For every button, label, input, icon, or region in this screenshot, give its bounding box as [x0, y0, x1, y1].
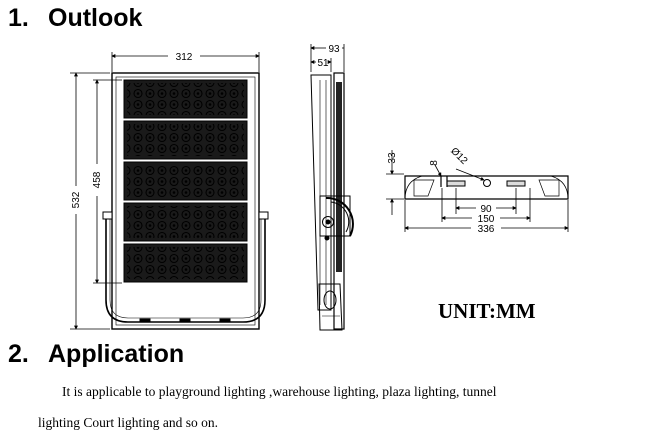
front-dimensions [70, 52, 260, 330]
section-number: 1. [8, 4, 29, 32]
dimension-hole-spacing-mid: 150 [478, 214, 495, 225]
led-module-3 [123, 161, 248, 201]
led-module-2 [123, 120, 248, 160]
side-view [310, 72, 354, 331]
led-module-1 [123, 79, 248, 119]
dimension-side-depth-inner: 51 [317, 58, 329, 69]
dimension-side-depth-total: 93 [328, 44, 340, 55]
dimension-front-height-inner: 458 [92, 171, 103, 188]
section-number: 2. [8, 340, 29, 368]
led-module-5 [123, 243, 248, 283]
led-module-4 [123, 202, 248, 242]
section-heading-outlook: 1. Outlook [8, 6, 142, 31]
side-dimensions [310, 44, 345, 72]
outlook-technical-drawing: 312 532 458 93 51 [70, 44, 569, 331]
dimension-front-width: 312 [176, 52, 193, 63]
dimension-bracket-height: 33 [387, 152, 398, 164]
section-heading-application: 2. Application [8, 342, 184, 367]
bracket-view [404, 175, 569, 200]
application-text-line-1: It is applicable to playground lighting … [62, 384, 497, 399]
dimension-hole-spacing-inner: 90 [480, 204, 492, 215]
dimension-bracket-length: 336 [478, 224, 495, 235]
dimension-bracket-thickness: 8 [429, 160, 440, 166]
unit-label: UNIT:MM [438, 299, 536, 323]
section-title: Application [48, 340, 185, 368]
dimension-front-height-total: 532 [71, 191, 82, 208]
application-text-line-2: lighting Court lighting and so on. [38, 415, 219, 430]
dimension-hole-diameter: Ø12 [448, 146, 469, 167]
bracket-dimensions [386, 150, 569, 232]
front-view [102, 72, 269, 330]
section-title: Outlook [48, 4, 143, 32]
